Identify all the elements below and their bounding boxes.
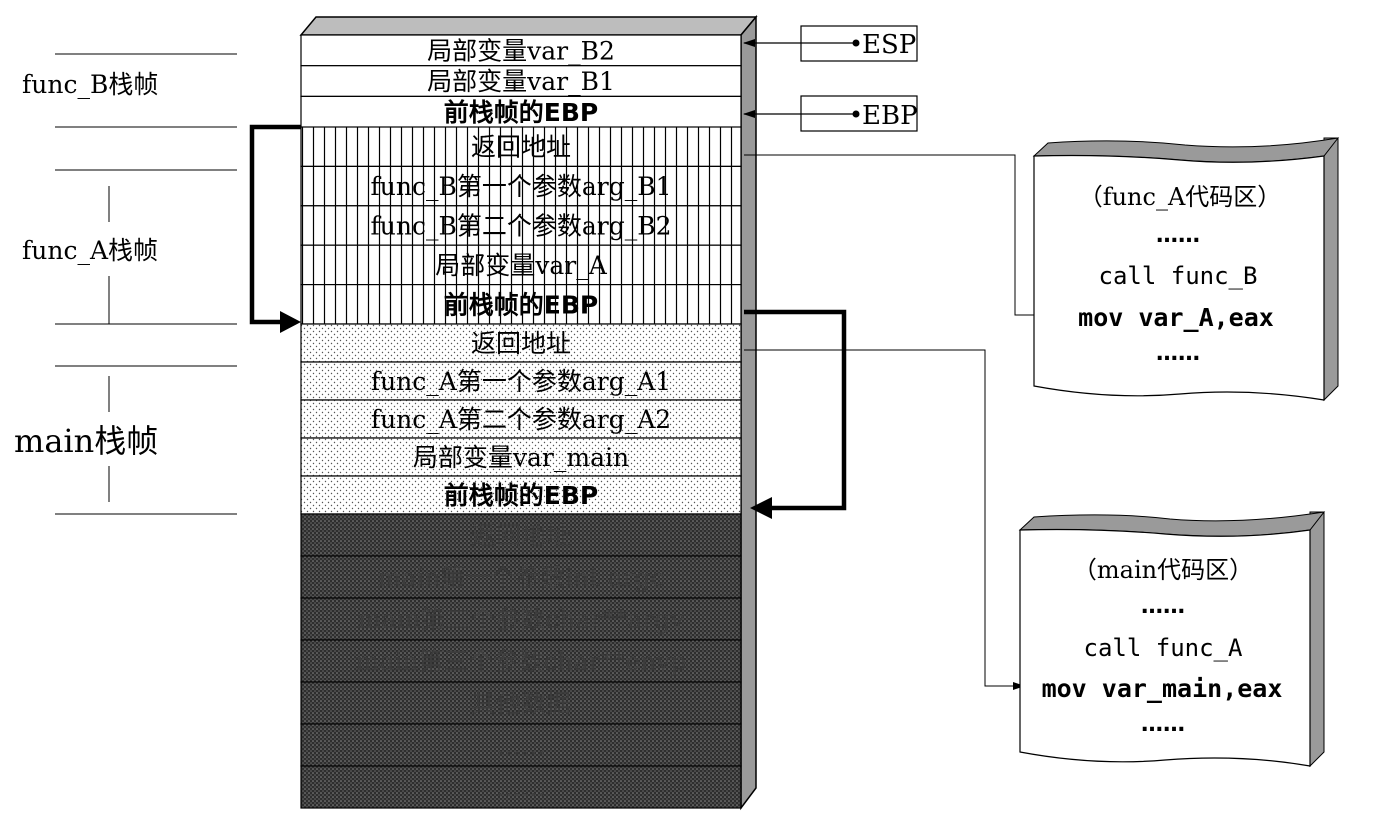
stack-cell-caller-2 — [300, 597, 742, 641]
stack-cell-label: main第三个参数char**envp — [356, 647, 687, 676]
stack-cell-main-2 — [300, 399, 742, 439]
stack-cell-func-a-2 — [300, 205, 742, 246]
ebp-chain-arrow-1 — [249, 124, 301, 325]
esp-label: ESP — [862, 30, 916, 60]
stack-cell-func-b-0 — [300, 34, 742, 67]
main-call-line: call func_A — [1084, 634, 1243, 662]
stack-cell-label: main第二个参数char**argv — [358, 605, 686, 634]
ebp-chain-arrows — [249, 124, 847, 519]
stack-cell-func-b-2 — [300, 95, 742, 128]
ebp-chain-arrow-2 — [744, 309, 847, 511]
ebp-dot-icon — [852, 110, 860, 118]
main-next-line: mov var_main,eax — [1042, 674, 1283, 703]
stack-cell-label: 前栈帧的EBP — [444, 290, 598, 319]
stack-cell-caller-0 — [300, 513, 742, 557]
stack-cell-func-a-4 — [300, 284, 742, 325]
stack-cell-label: func_B第一个参数arg_B1 — [371, 172, 672, 201]
main-code-dots-2: …… — [1141, 712, 1185, 737]
func-a-code-dots-1: …… — [1156, 223, 1200, 248]
ebp-label: EBP — [862, 101, 918, 131]
func-a-call-line: call func_B — [1099, 262, 1258, 290]
stack-cell-func-a-0 — [300, 126, 742, 168]
stack-cell-main-1 — [300, 361, 742, 401]
stack-cell-label: func_A第一个参数arg_A1 — [371, 367, 671, 396]
return-address-connector-func-a — [744, 154, 1059, 319]
frame-label-func-b: func_B栈帧 — [22, 70, 158, 99]
func-a-code-title: （func_A代码区） — [1079, 183, 1282, 211]
stack-cell-label: …… — [496, 731, 546, 760]
stack-cell-label: 其他数据 — [471, 689, 571, 718]
stack-cell-caller-4 — [300, 681, 742, 725]
stack-cell-label: 前栈帧的EBP — [444, 481, 598, 510]
esp-register: ESP — [743, 25, 918, 62]
stack-cell-label: 返回地址 — [471, 521, 571, 550]
stack-cell-label: func_A第二个参数arg_A2 — [371, 405, 671, 434]
stack-cell-label: 局部变量var_B1 — [427, 67, 615, 96]
stack-side-face — [740, 14, 757, 811]
frame-label-main: main栈帧 — [14, 422, 158, 460]
func-a-code-area: （func_A代码区） …… call func_B mov var_A,eax… — [1032, 137, 1340, 402]
stack-cell-label: 局部变量var_main — [413, 443, 629, 472]
stack-cell-caller-5 — [300, 723, 742, 767]
stack-cell-label: 返回地址 — [471, 133, 571, 162]
stack-cell-label: …… — [496, 773, 546, 802]
frame-markers — [55, 53, 237, 515]
stack-top-face — [299, 16, 758, 36]
frame-label-func-a: func_A栈帧 — [22, 236, 158, 265]
func-a-next-line: mov var_A,eax — [1078, 303, 1274, 332]
stack-rows: 局部变量var_B2局部变量var_B1前栈帧的EBP返回地址func_B第一个… — [300, 34, 742, 809]
stack-cell-main-3 — [300, 437, 742, 477]
main-code-dots-1: …… — [1141, 594, 1185, 619]
stack-cell-label: func_B第二个参数arg_B2 — [371, 212, 672, 241]
stack-cell-caller-3 — [300, 639, 742, 683]
stack-cell-label: main第一个参数int argc — [378, 563, 665, 592]
ebp-register: EBP — [743, 95, 918, 132]
func-a-code-dots-2: …… — [1156, 341, 1200, 366]
stack-cell-label: 局部变量var_B2 — [427, 36, 615, 65]
main-code-title: （main代码区） — [1073, 556, 1253, 584]
stack-cell-func-b-1 — [300, 65, 742, 97]
stack-cell-label: 返回地址 — [471, 329, 571, 358]
esp-dot-icon — [852, 39, 860, 47]
stack-cell-label: 前栈帧的EBP — [444, 98, 598, 127]
stack-cell-caller-1 — [300, 555, 742, 599]
stack-cell-label: 局部变量var_A — [435, 251, 607, 280]
main-code-area: （main代码区） …… call func_A mov var_main,ea… — [1018, 511, 1326, 768]
return-address-connector-main — [744, 349, 1025, 690]
stack-cell-caller-6 — [300, 765, 742, 809]
